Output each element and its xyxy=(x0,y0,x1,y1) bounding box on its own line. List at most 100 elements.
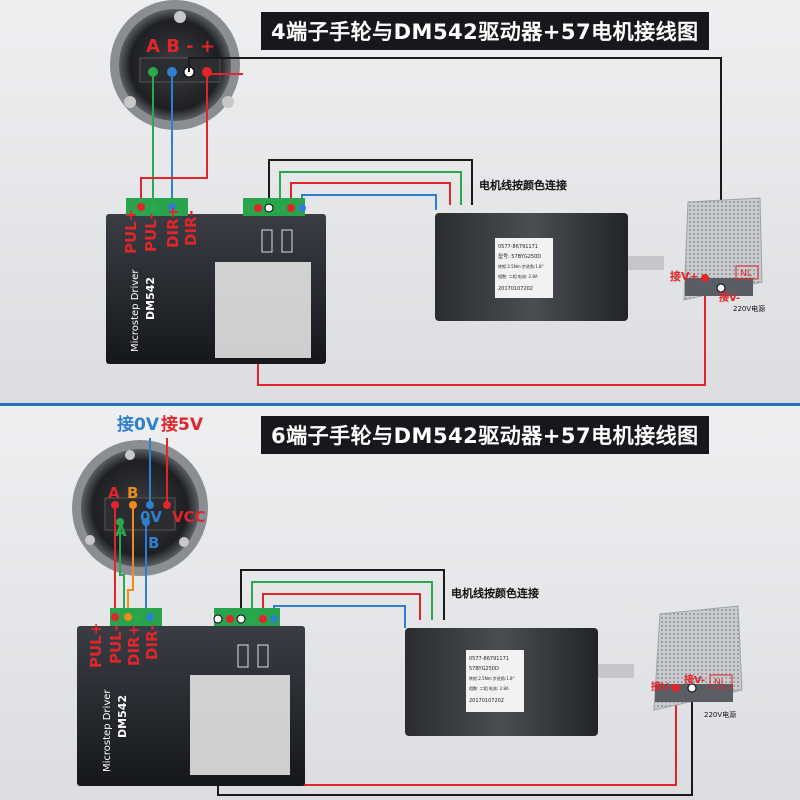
bottom-title: 6端子手轮与DM542驱动器+57电机接线图 xyxy=(261,416,709,454)
top-motor: 0577-86791171 型号: 57BYG250D 转矩:2.5Nm 步进角… xyxy=(435,178,664,321)
motor-shaft xyxy=(598,664,634,678)
wire-plus xyxy=(140,72,208,198)
motor-nameplate xyxy=(466,650,524,712)
pin-icon xyxy=(672,684,680,692)
top-driver-labels: PUL+ PUL- DIR+ DIR- xyxy=(122,206,200,254)
pin-icon xyxy=(137,203,145,211)
psu-mains: 220V电源 xyxy=(733,304,765,313)
driver-brand: Microstep Driver xyxy=(102,689,113,772)
bottom-handwheel: A B Ā B 0V VCC 接0V 接5V xyxy=(72,414,208,576)
motor-wiring-note: 电机线按颜色连接 xyxy=(451,586,539,600)
pin-icon xyxy=(236,614,246,624)
pin-icon xyxy=(124,613,132,621)
screw-icon xyxy=(174,11,186,23)
screw-icon xyxy=(125,450,135,460)
pin-icon xyxy=(149,203,157,211)
handwheel-terminal-labels: A B - + xyxy=(146,36,215,57)
wire-a-bar xyxy=(119,522,125,612)
pin-icon xyxy=(254,204,262,212)
driver-brand: Microstep Driver xyxy=(130,269,141,352)
motor-label-line: 20170107202 xyxy=(498,286,533,292)
handwheel-b: B xyxy=(127,484,138,502)
driver-settings-table xyxy=(190,675,290,775)
pin-icon xyxy=(213,614,223,624)
wire-gnd xyxy=(188,57,722,288)
motor-label-line: 0577-86791171 xyxy=(498,244,538,250)
pin-icon xyxy=(111,613,119,621)
motor-wire-blue xyxy=(273,605,406,628)
screw-icon xyxy=(179,537,189,547)
dip-switch-icon xyxy=(261,229,273,253)
screw-icon xyxy=(124,96,136,108)
label-pul-minus: PUL- xyxy=(142,213,160,252)
pin-icon xyxy=(270,615,278,623)
supply-0v-label: 接0V xyxy=(117,414,160,435)
pin-icon xyxy=(248,615,256,623)
motor-wire-blue xyxy=(301,194,437,210)
dip-switch-icon xyxy=(281,229,293,253)
supply-5v-label: 接5V xyxy=(161,414,204,435)
section-divider xyxy=(0,403,800,406)
dip-switch-icon xyxy=(237,644,249,668)
motor-wiring-note: 电机线按颜色连接 xyxy=(479,178,567,192)
top-power-supply: 接V+ 接V- NL 220V电源 xyxy=(670,197,765,313)
top-handwheel: A B - + xyxy=(110,0,240,130)
pin-icon xyxy=(298,204,306,212)
motor-wire-black xyxy=(240,569,445,622)
psu-nl: NL xyxy=(714,678,726,688)
psu-vminus: 接V- xyxy=(719,291,740,304)
motor-label-line: 相数: 二相 电流: 2.8A xyxy=(469,685,509,691)
driver-model: DM542 xyxy=(144,277,157,320)
pin-icon xyxy=(259,615,267,623)
pin-icon xyxy=(687,683,697,693)
pin-icon xyxy=(287,204,295,212)
driver-power-connector xyxy=(214,608,280,626)
motor-label-line: 相数: 二相 电流: 2.8A xyxy=(498,273,538,279)
motor-wire-green xyxy=(279,171,462,210)
psu-nl: NL xyxy=(740,269,752,279)
bottom-driver-labels: PUL+ PUL- DIR+ DIR- xyxy=(87,623,161,668)
motor-label-line: 转矩:2.5Nm 步进角:1.8° xyxy=(498,263,544,269)
motor-wire-black xyxy=(268,159,473,210)
pin-icon xyxy=(276,204,284,212)
bottom-motor: 0577-86791171 57BYG250D 转矩:2.5Nm 步进角:1.8… xyxy=(405,586,634,736)
top-title: 4端子手轮与DM542驱动器+57电机接线图 xyxy=(261,12,709,50)
handwheel-a: A xyxy=(108,484,120,502)
psu-mains: 220V电源 xyxy=(704,710,736,719)
pin-icon xyxy=(264,203,274,213)
motor-wire-green xyxy=(251,581,433,622)
bottom-power-supply: 接V+ 接V- NL 220V电源 xyxy=(651,605,743,719)
motor-label-line: 0577-86791171 xyxy=(469,656,509,662)
motor-label-line: 20170107202 xyxy=(469,698,504,704)
label-dir-minus: DIR- xyxy=(143,624,161,660)
dip-switch-icon xyxy=(257,644,269,668)
motor-wire-red xyxy=(262,593,421,622)
driver-model: DM542 xyxy=(116,695,129,738)
motor-label-line: 57BYG250D xyxy=(469,666,499,672)
motor-nameplate xyxy=(495,238,553,298)
bottom-driver: Microstep Driver DM542 xyxy=(77,608,305,786)
psu-nl-box xyxy=(709,674,733,689)
screw-icon xyxy=(222,96,234,108)
top-driver: Microstep Driver DM542 xyxy=(106,198,326,364)
pin-icon xyxy=(133,613,141,621)
label-pul-minus: PUL- xyxy=(107,625,125,664)
label-dir-plus: DIR+ xyxy=(164,206,182,248)
handwheel-vcc: VCC xyxy=(172,508,206,526)
handwheel-b-bar: B xyxy=(148,534,159,552)
handwheel-0v: 0V xyxy=(140,508,162,526)
wire-b xyxy=(127,505,134,612)
label-pul-plus: PUL+ xyxy=(122,209,140,254)
driver-power-connector xyxy=(243,198,305,216)
pin-icon xyxy=(168,203,176,211)
motor-wire-red xyxy=(290,182,451,210)
pin-icon xyxy=(701,274,709,282)
pin-icon xyxy=(716,283,726,293)
screw-icon xyxy=(85,535,95,545)
psu-vplus: 接V+ xyxy=(670,269,699,283)
label-pul-plus: PUL+ xyxy=(87,623,105,668)
label-dir-minus: DIR- xyxy=(182,210,200,246)
psu-vminus: 接V- xyxy=(684,673,705,686)
